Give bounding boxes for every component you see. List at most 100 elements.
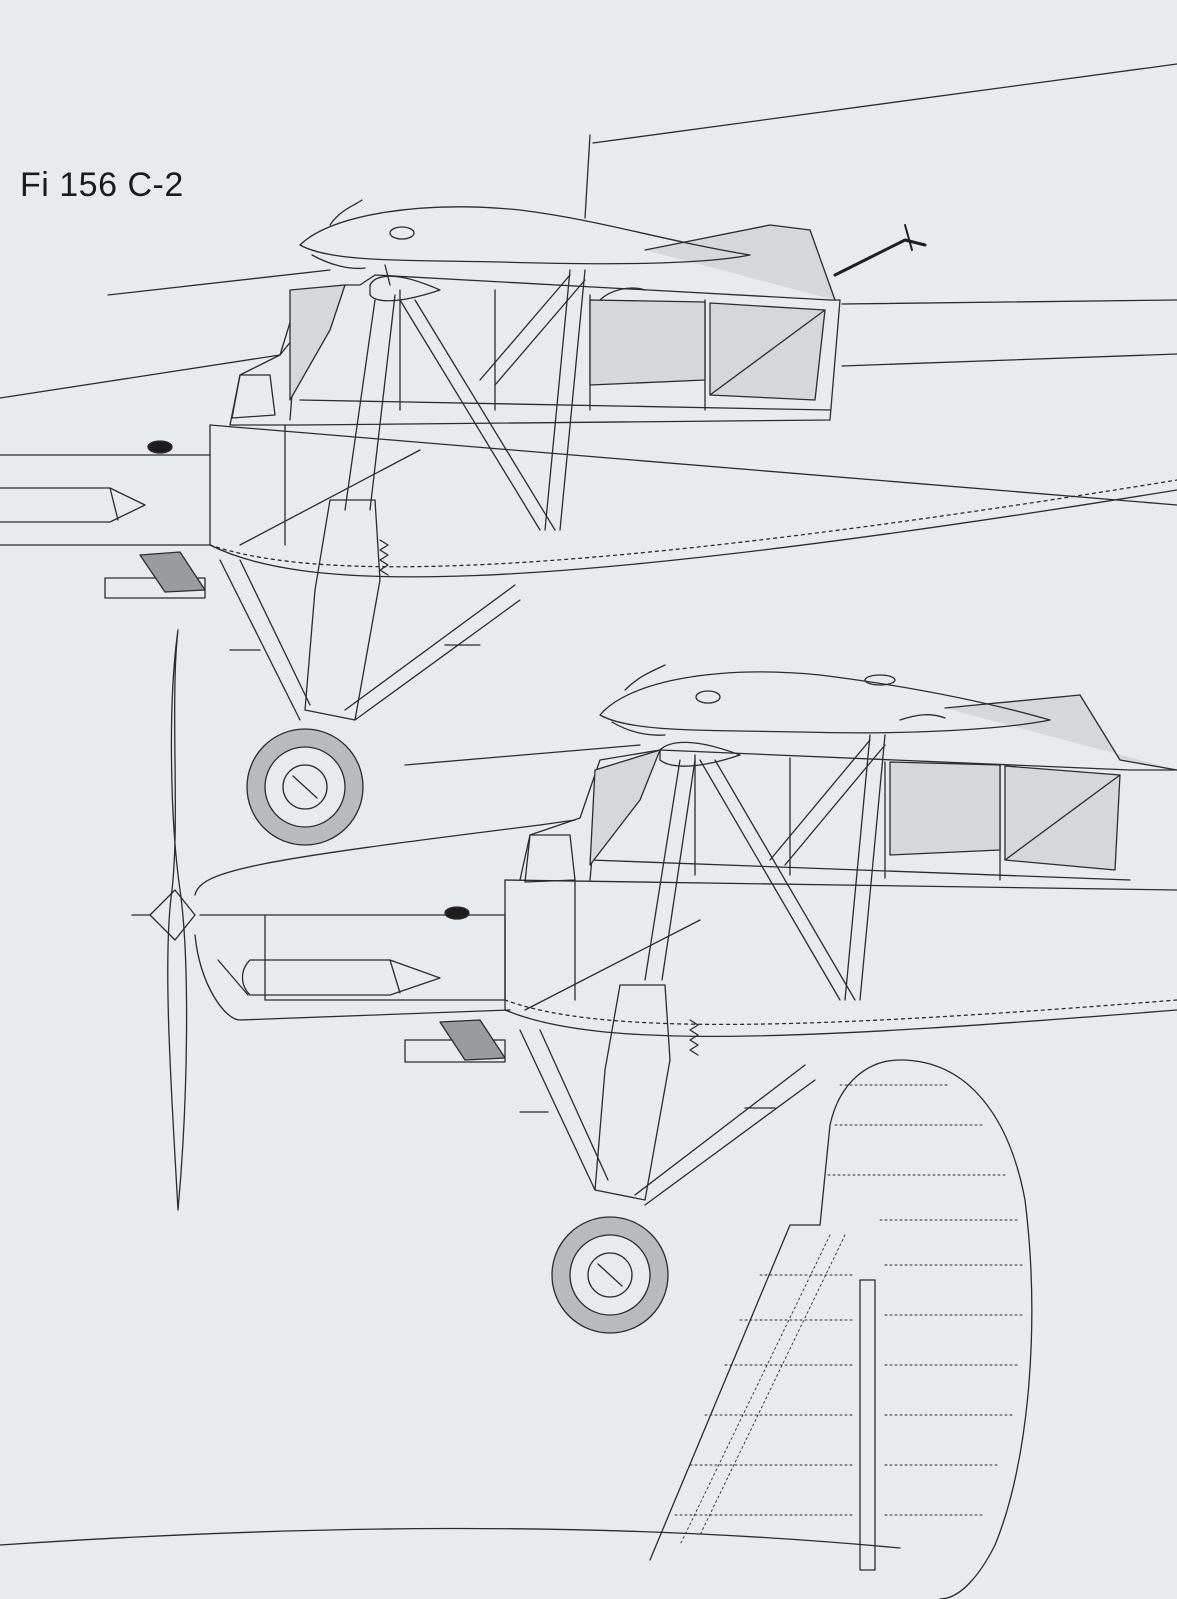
lower-front-strut-2 (661, 759, 696, 981)
lower-window-1 (889, 761, 1001, 856)
lower-exhaust-guard (217, 959, 249, 996)
lower-side-panel (524, 834, 576, 883)
upper-gear-strut-d (354, 599, 521, 721)
lower-nose-top (194, 819, 576, 896)
upper-rear-strut (544, 269, 571, 531)
upper-slat (329, 199, 363, 226)
upper-sill (299, 399, 831, 411)
lower-strut-fairing (659, 741, 741, 767)
lower-cowl-latch (444, 906, 470, 920)
lower-wheel-center (587, 1252, 633, 1298)
tail-surface-planform (0, 1059, 1033, 1599)
lower-fuselage-top (504, 879, 1177, 891)
lower-cross-strut-2 (784, 744, 886, 866)
upper-wing-fuel-cap (389, 226, 415, 240)
upper-wheel-center (282, 764, 328, 810)
upper-fuselage-top (209, 424, 1177, 506)
lower-diag-strut (699, 759, 841, 1001)
upper-stab-line (841, 353, 1177, 367)
upper-diag-strut-2 (414, 299, 556, 531)
tail-rib-lines (674, 1084, 1026, 1546)
lower-diag-strut-2 (714, 759, 856, 1001)
upper-aircraft-side-view (0, 63, 1177, 846)
tail-hinge-post (859, 1279, 876, 1571)
lower-step (439, 1019, 506, 1061)
upper-fuselage-bottom (209, 489, 1177, 578)
upper-exhaust (0, 487, 146, 523)
drawing-title: Fi 156 C-2 (20, 166, 184, 204)
lower-rear-strut-2 (859, 734, 886, 1001)
tail-rudder-outline (819, 1059, 1033, 1599)
lower-fuselage-bottom (504, 1009, 1177, 1038)
upper-antenna-mast (584, 134, 591, 219)
upper-fuselage-seam (209, 479, 1177, 568)
upper-gear-strut-b (239, 559, 311, 706)
propeller-spinner (131, 889, 196, 941)
lower-wing-vent (864, 674, 896, 686)
lower-lower-strut (524, 919, 701, 1011)
upper-window-2 (709, 302, 826, 401)
lower-gear-strut-a (519, 1029, 596, 1191)
upper-mg (833, 238, 927, 277)
lower-rear-strut (844, 734, 871, 1001)
upper-front-strut (344, 264, 391, 511)
upper-nose-top (0, 299, 301, 399)
lower-wing-fuel-cap (695, 690, 721, 704)
upper-gear-strut-a (219, 559, 301, 721)
lower-slat-2 (611, 721, 666, 736)
upper-hinge (599, 287, 646, 301)
lower-cross-strut (769, 739, 871, 861)
upper-tail-line (841, 299, 1177, 305)
propeller (131, 629, 196, 1211)
lower-cowl-panel (264, 914, 506, 1001)
upper-step (139, 551, 206, 593)
upper-window-brace (709, 309, 826, 396)
upper-exhaust-shade (109, 487, 119, 521)
upper-gear-strut-c (344, 584, 516, 711)
lower-front-strut (644, 759, 681, 981)
upper-diag-strut (399, 299, 541, 531)
lower-slat (624, 664, 666, 691)
upper-gear-leg (304, 499, 381, 721)
upper-front-strut-2 (369, 294, 396, 511)
lower-gun-barrel (404, 744, 641, 766)
lower-window-brace (1004, 774, 1121, 861)
lower-wheel-spoke (597, 1263, 623, 1287)
upper-wing-leading-line (592, 63, 1177, 144)
upper-cross-strut-2 (494, 279, 586, 386)
upper-window-1 (589, 299, 706, 386)
lower-gear-strut-c (634, 1064, 806, 1196)
upper-slat-2 (311, 254, 366, 270)
upper-lower-strut (239, 449, 421, 546)
upper-windscreen (289, 284, 346, 401)
lower-gear-spring (689, 1019, 699, 1056)
upper-wheel-spoke (292, 775, 318, 799)
lower-canopy-roof (944, 694, 1177, 771)
lower-nose-bottom (194, 934, 511, 1021)
lower-hinge (899, 714, 946, 721)
lower-gear-leg (594, 984, 671, 1201)
upper-strut-fairing (369, 275, 441, 302)
lower-aircraft-side-view (194, 664, 1177, 1334)
upper-wing-profile (299, 206, 751, 265)
lower-exhaust (241, 959, 441, 996)
upper-rear-strut-2 (559, 269, 586, 531)
upper-side-panel (231, 374, 276, 419)
lower-exhaust-shade (389, 959, 401, 994)
upper-cowl-latch (147, 440, 173, 454)
lower-fuselage-seam (504, 999, 1177, 1026)
lower-gear-strut-b (539, 1029, 609, 1181)
lower-gear-strut-d (644, 1079, 816, 1206)
upper-gear-spring (379, 539, 389, 576)
upper-cockpit-outline (229, 274, 841, 426)
upper-gun-barrel (107, 269, 331, 296)
propeller-blade (167, 629, 188, 1211)
upper-mg-sight (904, 224, 913, 251)
lower-fuselage-edge (0, 1527, 901, 1549)
lower-windscreen (589, 749, 661, 866)
lower-wing-profile (599, 671, 1051, 734)
tail-fin-outline (649, 1224, 821, 1561)
upper-cross-strut (479, 274, 571, 381)
